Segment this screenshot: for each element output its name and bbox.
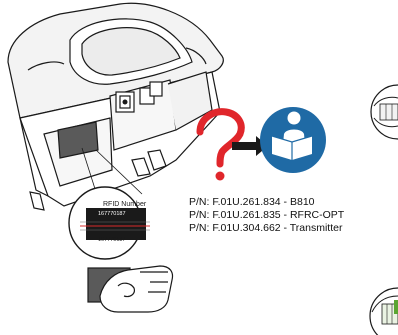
callout-lines: [81, 147, 143, 195]
rfid-number-top: 167770187: [98, 211, 126, 217]
right-arrow-icon: [232, 136, 268, 156]
partial-detail-circle-bottom: [369, 287, 398, 335]
rfid-label-dark-strip: [86, 208, 146, 240]
part-number-rfrc-opt: P/N: F.01U.261.835 - RFRC-OPT: [189, 209, 345, 221]
device-housing: [7, 2, 224, 211]
part-number-b810: P/N: F.01U.261.834 - B810: [189, 196, 315, 208]
question-mark-icon: [196, 108, 245, 181]
rfid-number-bottom: 167770187: [98, 237, 126, 243]
rfid-magnifier: [68, 186, 150, 260]
part-number-transmitter: P/N: F.01U.304.662 - Transmitter: [189, 222, 343, 234]
rfid-title: RFID Number: [103, 201, 147, 208]
partial-detail-circle-top: [370, 84, 398, 140]
part-number-list: P/N: F.01U.261.834 - B810 P/N: F.01U.261…: [189, 196, 398, 235]
hand-with-label: [87, 265, 174, 313]
read-manual-icon: [260, 107, 326, 173]
